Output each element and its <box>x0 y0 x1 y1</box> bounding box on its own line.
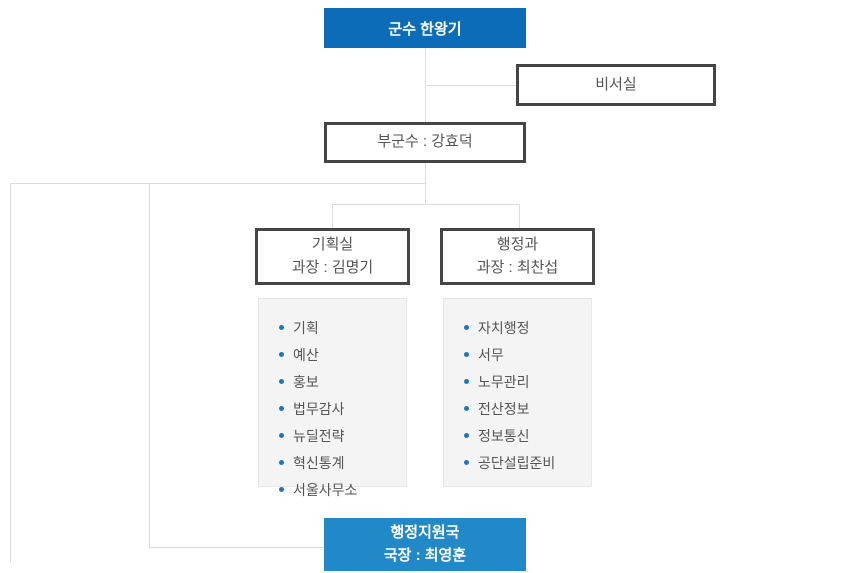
dept-planning-box: 기획실 과장 : 김명기 <box>255 228 410 285</box>
team-label: 전산정보 <box>478 400 530 417</box>
deputy-box: 부군수 : 강효덕 <box>324 122 526 163</box>
dept-admin-box: 행정과 과장 : 최찬섭 <box>440 228 595 285</box>
list-item: 서울사무소 <box>279 476 398 503</box>
bullet-icon <box>279 352 284 357</box>
connector-far-left-vertical <box>10 183 11 562</box>
bullet-icon <box>279 433 284 438</box>
list-item: 서무 <box>464 341 583 368</box>
connector-dept2-drop <box>519 204 520 228</box>
connector-mid-left-vertical <box>149 183 150 547</box>
list-item: 뉴딜전략 <box>279 422 398 449</box>
team-label: 기획 <box>293 319 319 336</box>
bullet-icon <box>279 379 284 384</box>
list-item: 정보통신 <box>464 422 583 449</box>
list-item: 법무감사 <box>279 395 398 422</box>
deputy-label: 부군수 : 강효덕 <box>377 133 473 151</box>
bureau-head: 국장 : 최영훈 <box>383 546 467 564</box>
list-item: 기획 <box>279 314 398 341</box>
team-label: 법무감사 <box>293 400 345 417</box>
team-label: 혁신통계 <box>293 454 345 471</box>
secretary-box: 비서실 <box>516 64 716 106</box>
bullet-icon <box>279 487 284 492</box>
dept-admin-name: 행정과 <box>496 236 539 253</box>
connector-secretary-branch <box>425 85 516 86</box>
team-label: 노무관리 <box>478 373 530 390</box>
list-item: 공단설립준비 <box>464 449 583 476</box>
team-label: 자치행정 <box>478 319 530 336</box>
bullet-icon <box>279 325 284 330</box>
connector-bureau-branch <box>149 547 324 548</box>
bullet-icon <box>464 325 469 330</box>
secretary-label: 비서실 <box>595 75 637 93</box>
dept-admin-team-list: 자치행정 서무 노무관리 전산정보 정보통신 공단설립준비 <box>443 298 592 487</box>
governor-label: 군수 한왕기 <box>388 20 462 38</box>
bullet-icon <box>464 406 469 411</box>
bullet-icon <box>464 433 469 438</box>
team-label: 예산 <box>293 346 319 363</box>
bullet-icon <box>464 352 469 357</box>
dept-planning-team-list: 기획 예산 홍보 법무감사 뉴딜전략 혁신통계 서울사무소 <box>258 298 407 498</box>
connector-departments-branch <box>332 204 519 205</box>
bureau-name: 행정지원국 <box>390 524 460 541</box>
bullet-icon <box>464 460 469 465</box>
team-label: 공단설립준비 <box>478 454 556 471</box>
team-label: 서무 <box>478 346 504 363</box>
bureau-box: 행정지원국 국장 : 최영훈 <box>324 518 526 571</box>
team-label: 홍보 <box>293 373 319 390</box>
list-item: 홍보 <box>279 368 398 395</box>
list-item: 전산정보 <box>464 395 583 422</box>
dept-planning-name: 기획실 <box>311 236 354 253</box>
list-item: 노무관리 <box>464 368 583 395</box>
bullet-icon <box>279 406 284 411</box>
connector-left-branch <box>10 183 425 184</box>
bullet-icon <box>279 460 284 465</box>
team-label: 뉴딜전략 <box>293 427 345 444</box>
bullet-icon <box>464 379 469 384</box>
dept-planning-head: 과장 : 김명기 <box>291 258 374 276</box>
list-item: 자치행정 <box>464 314 583 341</box>
connector-deputy-down <box>425 163 426 204</box>
list-item: 예산 <box>279 341 398 368</box>
governor-box: 군수 한왕기 <box>324 8 526 48</box>
dept-admin-head: 과장 : 최찬섭 <box>476 258 559 276</box>
team-label: 정보통신 <box>478 427 530 444</box>
connector-dept1-drop <box>332 204 333 228</box>
team-label: 서울사무소 <box>293 481 358 498</box>
list-item: 혁신통계 <box>279 449 398 476</box>
